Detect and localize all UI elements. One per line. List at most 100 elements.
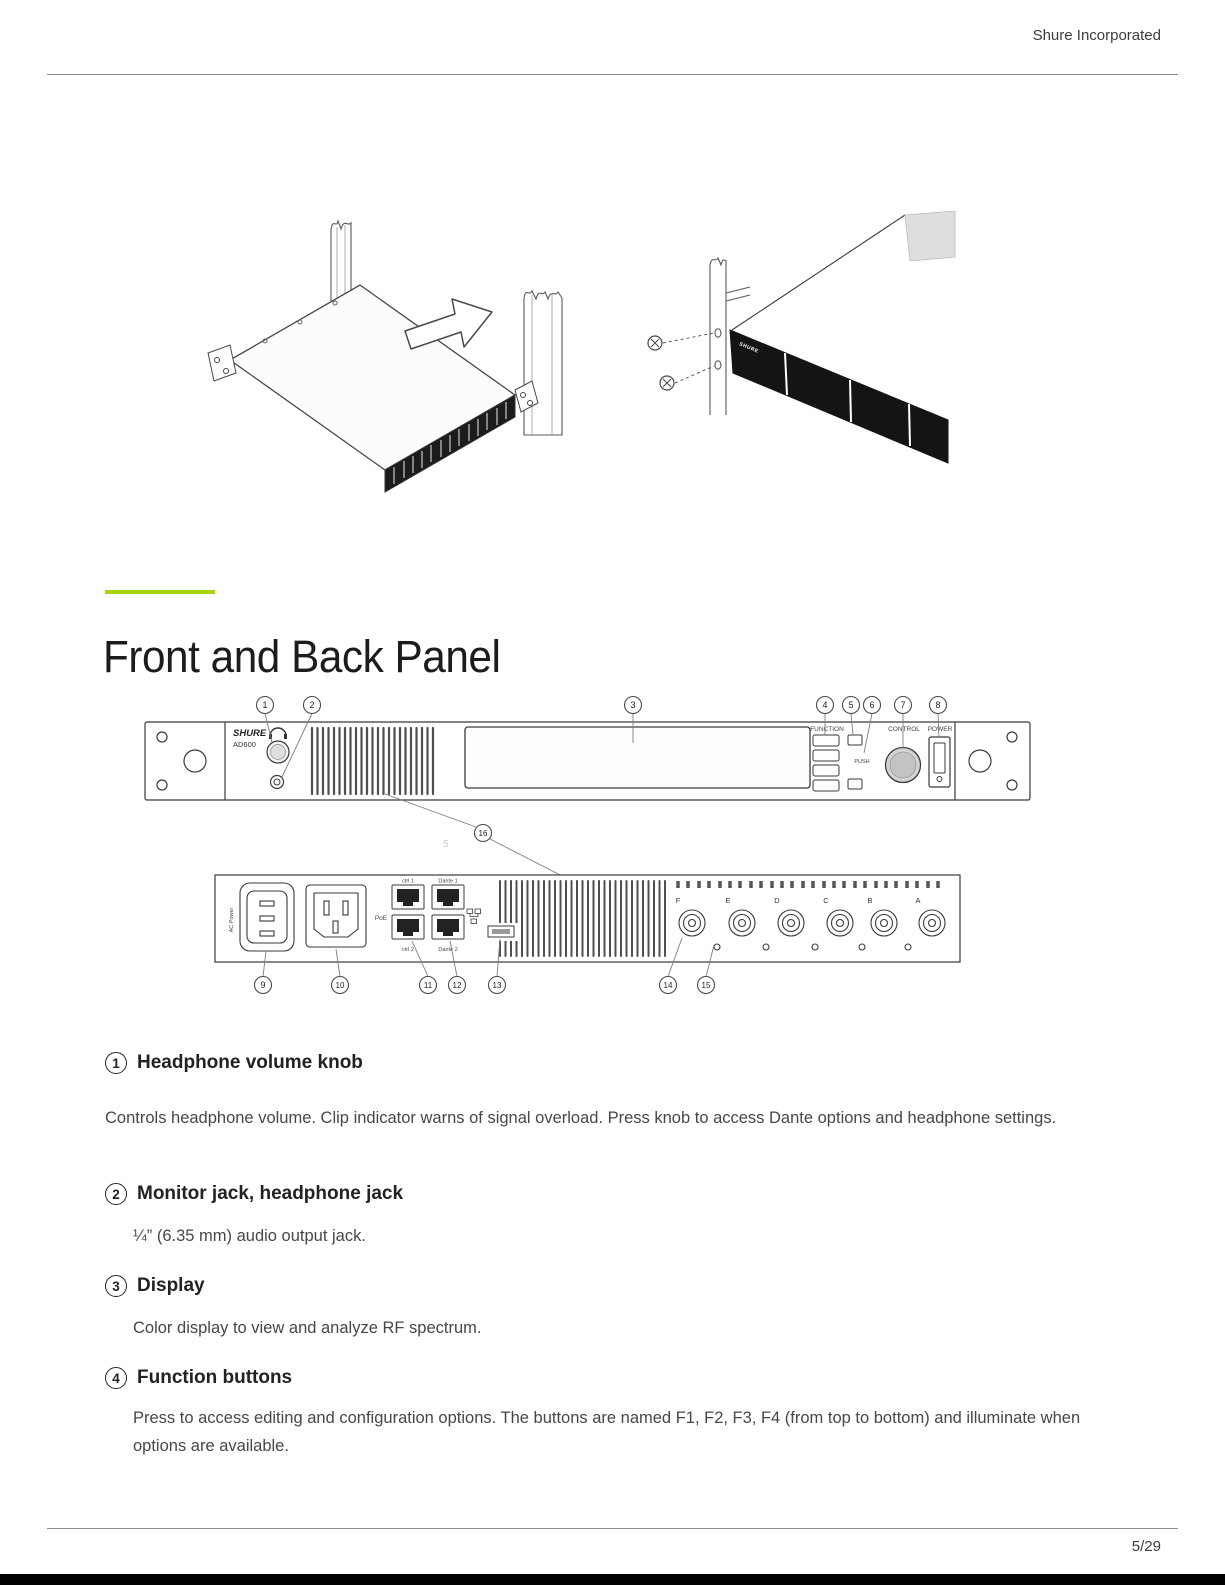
item-3-heading: 3 Display	[105, 1275, 205, 1297]
antenna-screws	[713, 943, 912, 951]
front-back-panel-diagram: SHURE AD600 FUNCTION	[144, 695, 1031, 995]
item-4-title: Function buttons	[137, 1367, 293, 1388]
rack-rail-right	[523, 289, 563, 436]
item-2-number: 2	[105, 1183, 127, 1205]
callout-9: 9	[253, 975, 273, 995]
dante2-label: Dante 2	[438, 947, 457, 953]
item-3-number: 3	[105, 1275, 127, 1297]
callout-14: 14	[658, 975, 678, 995]
dante1-label: Dante 1	[438, 879, 457, 885]
item-3-body: Color display to view and analyze RF spe…	[133, 1319, 482, 1337]
item-1-body: Controls headphone volume. Clip indicato…	[105, 1109, 1057, 1127]
aux-buttons[interactable]: PUSH	[847, 734, 870, 790]
ac-power-outlet[interactable]	[239, 882, 295, 952]
item-1-number: 1	[105, 1052, 127, 1074]
svg-text:12: 12	[453, 981, 462, 990]
callout-16: 16	[473, 823, 493, 843]
display-screen	[464, 726, 811, 789]
svg-text:8: 8	[935, 700, 940, 710]
svg-text:6: 6	[869, 700, 874, 710]
antenna-label-e: E	[725, 896, 730, 905]
callout-2: 2	[302, 695, 322, 715]
front-vent-slats	[310, 726, 435, 796]
callout-4: 4	[815, 695, 835, 715]
svg-text:3: 3	[630, 700, 635, 710]
callout-12: 12	[447, 975, 467, 995]
device-front-corner: SHURE	[729, 210, 956, 464]
callout-6: 6	[862, 695, 882, 715]
device-sled	[207, 284, 539, 493]
top-grill-strip	[676, 881, 940, 888]
back-callout-leaders	[262, 937, 715, 977]
callout-8: 8	[928, 695, 948, 715]
ethernet-ports[interactable]: ctrl 1 Dante 1 ctrl 2 Dante 2	[391, 879, 465, 954]
svg-text:11: 11	[424, 981, 433, 990]
item-4-body: Press to access editing and configuratio…	[133, 1409, 1081, 1456]
antenna-label-b: B	[867, 896, 872, 905]
ac-power-inlet[interactable]	[305, 884, 367, 948]
rack-screws	[647, 332, 715, 391]
page-bottom-bar	[0, 1574, 1225, 1585]
page-number: 5/29	[1131, 1538, 1161, 1555]
svg-text:13: 13	[493, 981, 502, 990]
stray-number: 5	[443, 839, 449, 850]
control-knob[interactable]: CONTROL	[884, 726, 922, 784]
rack-mounting-illustrations: SHURE	[207, 210, 956, 493]
antenna-label-d: D	[774, 896, 780, 905]
callout-3: 3	[623, 695, 643, 715]
push-label: PUSH	[854, 759, 869, 765]
front-panel: SHURE AD600 FUNCTION	[144, 721, 1031, 801]
callout-16-leader-b	[489, 838, 569, 880]
callout-10: 10	[330, 975, 350, 995]
header-rule	[47, 74, 1178, 75]
antenna-label-f: F	[676, 896, 681, 905]
svg-text:1: 1	[262, 700, 267, 710]
item-1-heading: 1 Headphone volume knob	[105, 1052, 363, 1074]
front-brand-logo: SHURE	[233, 728, 267, 739]
headphone-jack[interactable]	[269, 774, 285, 790]
usb-port[interactable]	[487, 925, 515, 938]
power-label: POWER	[928, 726, 953, 733]
poe-label: PoE	[375, 915, 388, 922]
rack-rail-front	[709, 256, 751, 415]
item-2-heading: 2 Monitor jack, headphone jack	[105, 1183, 403, 1205]
callout-7: 7	[893, 695, 913, 715]
callout-11: 11	[418, 975, 438, 995]
insertion-arrow-icon	[404, 298, 493, 350]
callout-1: 1	[255, 695, 275, 715]
svg-text:15: 15	[702, 981, 711, 990]
svg-text:4: 4	[822, 700, 827, 710]
callout-16-leader-a	[384, 793, 477, 828]
callout-13: 13	[487, 975, 507, 995]
network-icon	[466, 908, 481, 924]
page-title: Front and Back Panel	[103, 631, 501, 683]
antenna-connectors[interactable]: F E D C B A	[676, 896, 946, 951]
svg-text:7: 7	[900, 700, 905, 710]
headphone-volume-knob[interactable]	[266, 740, 290, 764]
footer-rule	[47, 1528, 1178, 1529]
svg-text:14: 14	[664, 981, 673, 990]
svg-text:2: 2	[309, 700, 314, 710]
control-label: CONTROL	[888, 726, 920, 733]
function-buttons[interactable]: FUNCTION	[810, 726, 844, 792]
antenna-label-c: C	[823, 896, 829, 905]
antenna-label-a: A	[915, 896, 920, 905]
ctrl2-label: ctrl 2	[402, 947, 414, 953]
power-switch[interactable]: POWER	[928, 726, 953, 788]
rack-slide-illustration	[207, 219, 563, 493]
item-2-title: Monitor jack, headphone jack	[137, 1183, 404, 1204]
header-company: Shure Incorporated	[1032, 27, 1161, 44]
front-callout-leaders	[264, 713, 940, 778]
svg-text:5: 5	[848, 700, 853, 710]
ac-power-label: AC Power	[229, 907, 235, 932]
svg-text:9: 9	[260, 980, 265, 990]
callout-15: 15	[696, 975, 716, 995]
function-label: FUNCTION	[810, 726, 844, 733]
callout-5: 5	[841, 695, 861, 715]
rack-screw-illustration: SHURE	[647, 210, 956, 464]
item-4-heading: 4 Function buttons	[105, 1367, 292, 1389]
back-vent-slats	[499, 880, 666, 957]
title-accent-line	[105, 590, 215, 594]
svg-text:10: 10	[336, 981, 345, 990]
